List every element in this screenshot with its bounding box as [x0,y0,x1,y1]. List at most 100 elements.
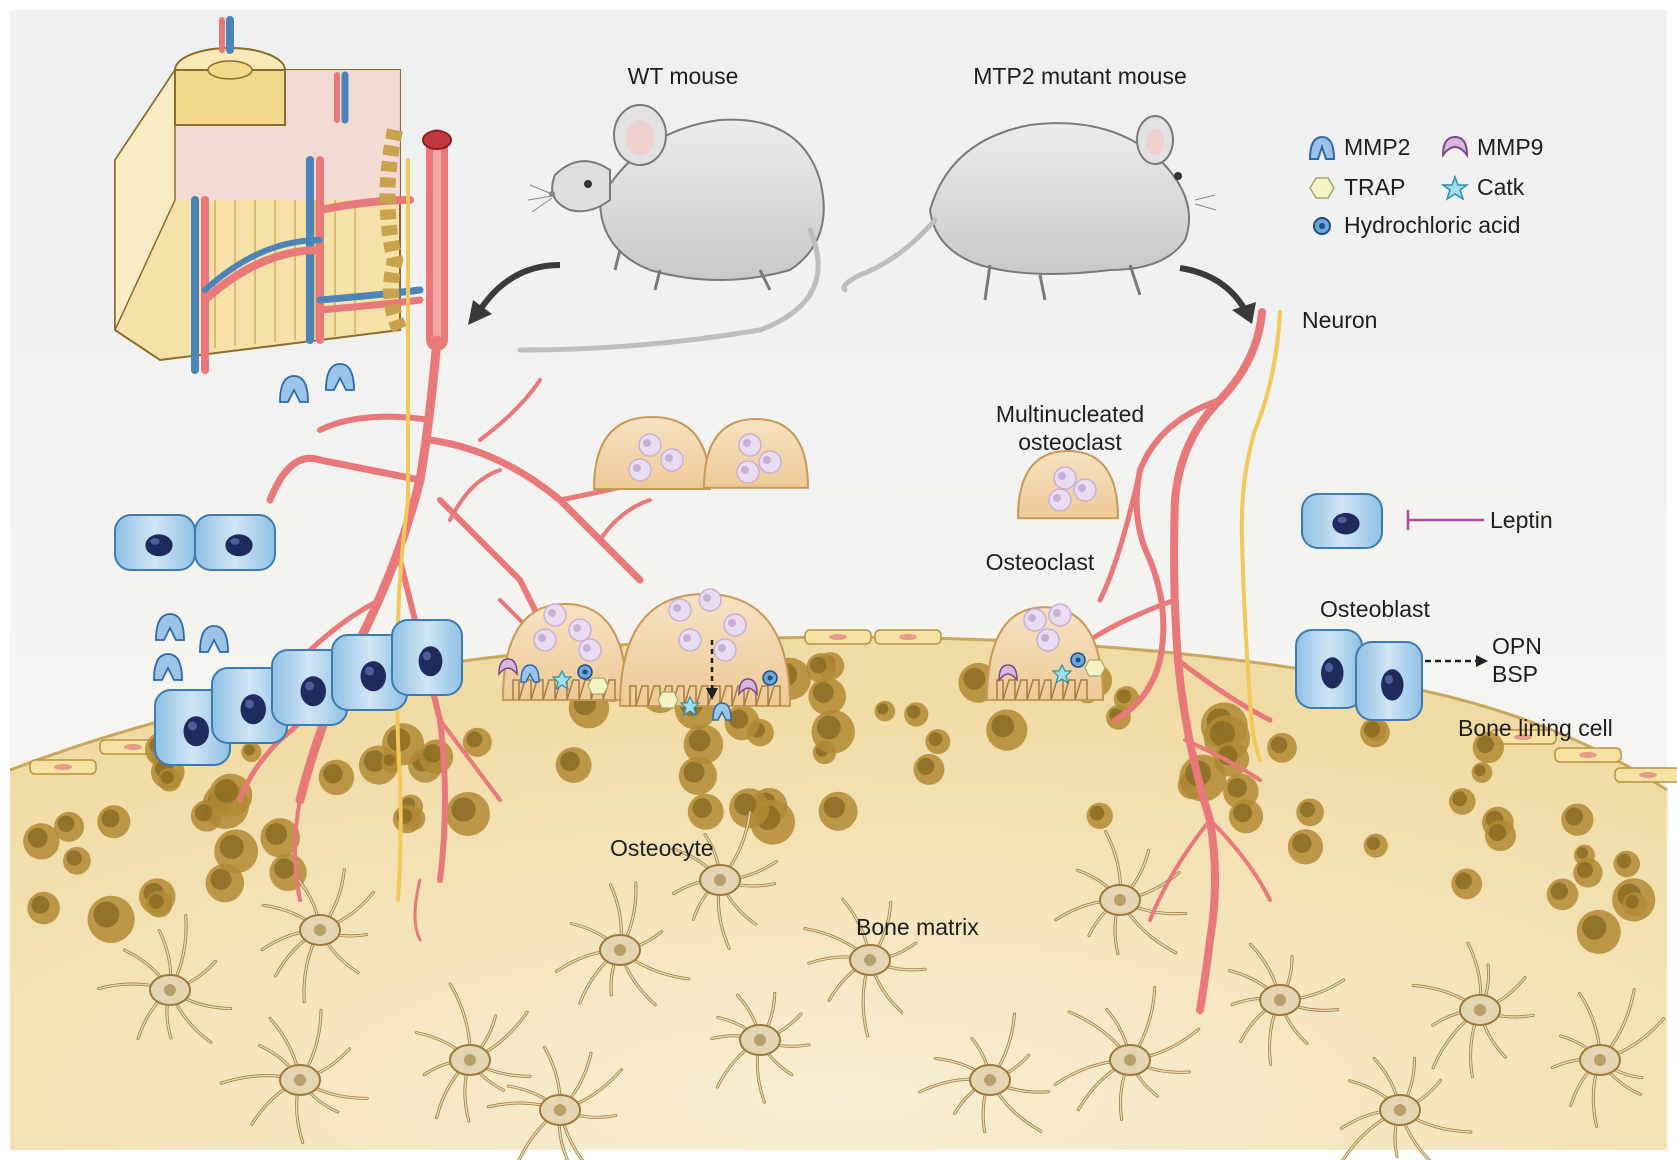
lacuna-core [1452,791,1467,807]
osteocyte [1550,988,1666,1128]
osteoblast [271,649,348,726]
lacuna-core [917,757,935,775]
multinucleated-osteoclast-label-line1: Multinucleated [995,401,1145,427]
osteocyte-nucleus [984,1074,996,1086]
osteoclast-nucleolus [665,454,673,462]
multinucleated-osteoclast-label-line2: osteoclast [1018,429,1122,455]
osteocyte-nucleus [1274,994,1286,1006]
osteoblast-label: Osteoblast [1320,596,1430,622]
lacuna-core [383,754,396,766]
lacuna-core [1576,861,1594,878]
osteoblast-nucleus-highlight [1325,662,1333,673]
osteoblast-nucleus-highlight [230,538,240,545]
lacuna-core [1227,778,1247,798]
osteoblast-nucleus-highlight [1385,674,1393,685]
mmp9-icon [1441,135,1469,158]
trap-icon [657,691,679,709]
mmp9-icon [738,678,758,697]
lacuna-core [101,809,120,828]
osteoclast-nucleolus [1058,472,1066,480]
mtp2-mutant-mouse-illustration [841,115,1217,301]
bone-lining-cell-nucleus [899,634,917,640]
bsp-label: BSP [1492,661,1539,687]
neuron-label: Neuron [1302,307,1378,333]
mmp9-icon [498,658,518,677]
lacuna-core [1366,836,1380,850]
lacuna-core [928,732,943,747]
lacuna-core [683,761,705,783]
osteoclast-nucleolus [743,439,751,447]
osteoblast-nucleus-highlight [1337,516,1347,524]
osteocytes [97,810,1666,1160]
bone-matrix-label: Bone matrix [856,914,979,940]
osteoblast-nucleus [183,716,209,747]
osteoblast-nucleus [240,694,266,725]
osteoblast [1355,641,1423,721]
osteocyte-nucleus [1124,1054,1136,1066]
osteoclast-nucleolus [718,644,726,652]
trap-icon [1084,659,1106,677]
osteocyte [710,991,811,1104]
osteoblast-nucleus-highlight [188,721,197,731]
osteoblast [391,619,463,696]
osteoblasts [114,493,1423,766]
osteoblast [194,514,276,571]
osteoclast-nucleolus [1053,609,1061,617]
lacuna-core [214,779,239,803]
legend-hydrochloric-acid: Hydrochloric acid [1308,212,1520,239]
attached-osteoclasts [498,588,1106,721]
trap-icon [587,677,609,695]
osteocyte [1053,985,1201,1121]
osteoblast [114,514,196,571]
lacuna-core [1625,895,1639,909]
leptin-label: Leptin [1490,507,1553,533]
lacuna-core [1089,805,1105,821]
osteoclast-nucleolus [1028,614,1036,622]
osteoblast-nucleus [418,646,443,677]
lacuna-core [1292,833,1312,854]
osteocyte [803,897,927,1038]
osteoblast-nucleus-highlight [305,681,314,691]
osteoclast-nucleolus [741,466,749,474]
trap-icon [1309,176,1335,199]
osteoblast-nucleus-highlight [150,538,160,545]
lacuna-core [31,895,50,914]
lacuna-core [466,731,483,748]
lacuna-core [809,656,827,674]
osteocyte-nucleus [614,944,626,956]
bone-lining-cell-nucleus [1514,734,1532,740]
osteocyte-nucleus [314,924,326,936]
bone-lining-cell-nucleus [54,764,72,770]
neuron-branch-to-osteoclast [1097,467,1143,603]
mmp2-icon [155,613,185,641]
lacuna-core [877,703,889,715]
osteoclast-nucleolus [643,439,651,447]
osteoblast [331,634,408,711]
lacuna-core [323,764,343,784]
lacuna-core [1116,689,1132,704]
mmp2-icon [520,664,540,683]
osteoclast-nucleolus [1041,634,1049,642]
lacuna-core [274,858,295,879]
osteocyte [260,868,376,1004]
lacuna-core [265,823,288,845]
lacuna-core [1455,872,1473,890]
opn-label: OPN [1492,633,1542,659]
osteoclast-nucleolus [583,644,591,652]
osteoclast-nucleolus [728,619,736,627]
osteocyte-nucleus [864,954,876,966]
osteocyte [918,1012,1051,1134]
lacuna-core [149,894,164,909]
mmp2-icon [1308,135,1336,160]
osteoblast-nucleus-highlight [422,651,432,661]
multinucleated-osteoclast [702,417,810,489]
lacuna-core [1270,736,1288,754]
right-blood-vessel [1087,308,1273,1014]
lacuna-core [813,682,834,703]
lacuna-core [1488,823,1506,842]
hydrochloric-acid-core [767,675,773,681]
legend-mmp2: MMP2 [1308,134,1410,161]
hydrochloric-acid-core [582,669,588,675]
osteoblast-nucleus [145,534,173,557]
leptin-inhibition-line [1406,510,1484,530]
